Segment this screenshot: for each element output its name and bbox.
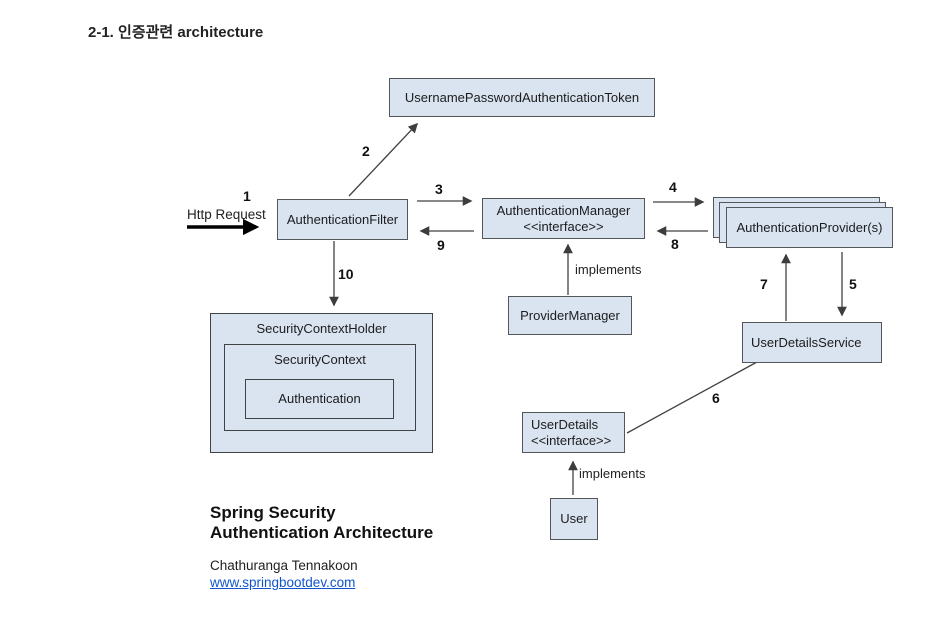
box-authentication-providers-stack: AuthenticationProvider(s) xyxy=(713,197,893,249)
footer-heading-line2: Authentication Architecture xyxy=(210,523,434,542)
box-label: SecurityContext xyxy=(274,352,366,367)
box-user: User xyxy=(550,498,598,540)
step-label-5: 5 xyxy=(849,276,857,292)
step-label-7: 7 xyxy=(760,276,768,292)
footer-heading: Spring Security Authentication Architect… xyxy=(210,503,433,543)
box-label: SecurityContextHolder xyxy=(256,321,387,336)
box-security-context: SecurityContext Authentication xyxy=(224,344,416,431)
box-label: ProviderManager xyxy=(520,307,620,323)
box-username-password-authentication-token: UsernamePasswordAuthenticationToken xyxy=(389,78,655,117)
box-label: UserDetailsService xyxy=(751,334,862,350)
flow-arrow-2 xyxy=(348,122,419,197)
implements-label-provider-manager: implements xyxy=(575,262,642,277)
box-authentication: Authentication xyxy=(245,379,394,419)
flow-line-6 xyxy=(626,361,758,434)
step-label-2: 2 xyxy=(362,143,370,159)
box-label: AuthenticationProvider(s) xyxy=(736,219,883,235)
step-label-3: 3 xyxy=(435,181,443,197)
step-label-1: 1 xyxy=(243,188,251,204)
footer-website-link[interactable]: www.springbootdev.com xyxy=(210,575,356,590)
step-label-6: 6 xyxy=(712,390,720,406)
step-label-10: 10 xyxy=(338,266,354,282)
box-provider-manager: ProviderManager xyxy=(508,296,632,335)
box-stereotype: <<interface>> xyxy=(531,432,612,448)
page-title: 2-1. 인증관련 architecture xyxy=(88,24,264,41)
footer-author: Chathuranga Tennakoon xyxy=(210,558,358,573)
box-user-details-service: UserDetailsService xyxy=(742,322,882,363)
box-stereotype: <<interface>> xyxy=(523,218,604,234)
box-label: Authentication xyxy=(278,391,361,406)
box-authentication-providers: AuthenticationProvider(s) xyxy=(726,207,893,248)
box-authentication-manager: AuthenticationManager <<interface>> xyxy=(482,198,645,239)
box-authentication-filter: AuthenticationFilter xyxy=(277,199,408,240)
box-label: AuthenticationManager xyxy=(496,202,631,218)
implements-label-user: implements xyxy=(579,466,646,481)
box-label: UsernamePasswordAuthenticationToken xyxy=(404,89,640,105)
step-label-4: 4 xyxy=(669,179,677,195)
box-label: AuthenticationFilter xyxy=(286,211,399,227)
http-request-label: Http Request xyxy=(187,207,266,222)
step-label-8: 8 xyxy=(671,236,679,252)
step-label-9: 9 xyxy=(437,237,445,253)
box-label: User xyxy=(560,511,588,526)
box-user-details: UserDetails <<interface>> xyxy=(522,412,625,453)
footer-heading-line1: Spring Security xyxy=(210,503,336,522)
box-security-context-holder: SecurityContextHolder SecurityContext Au… xyxy=(210,313,433,453)
box-label: UserDetails xyxy=(531,416,599,432)
